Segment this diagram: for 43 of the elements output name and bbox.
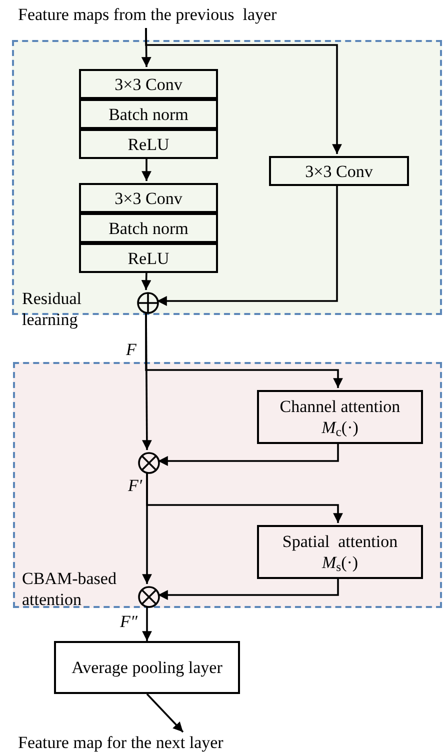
function-label: M$_{s}$(·): [320, 552, 360, 573]
process-box: [257, 390, 423, 444]
arrow: [158, 442, 339, 466]
arrow: [141, 270, 152, 290]
group-label: Residual learning: [22, 288, 82, 330]
box-label: Average pooling layer: [70, 657, 224, 678]
process-box: [257, 525, 423, 579]
box-label: Batch norm: [108, 104, 190, 124]
caption-text: Feature maps from the previous layer: [18, 4, 348, 28]
arrow: [142, 606, 152, 641]
arrow: [142, 157, 152, 181]
box-label: 3×3 Conv: [114, 74, 184, 94]
multiply-symbol: [138, 586, 160, 608]
arrow: [145, 28, 342, 154]
process-box: [79, 213, 218, 243]
arrow: [146, 693, 184, 733]
process-box: [79, 183, 218, 213]
sum-symbol: [137, 292, 159, 314]
arrow: [157, 184, 338, 306]
group-label: CBAM-based attention: [22, 568, 118, 610]
box-label: Channel attention: [278, 396, 402, 417]
process-box: [269, 156, 409, 186]
arrow: [158, 577, 339, 600]
group-panel: [13, 362, 442, 608]
box-label: Batch norm: [108, 218, 190, 238]
arrow: [145, 312, 343, 388]
edge-label: F′: [128, 476, 142, 496]
caption-text: Feature map for the next layer: [18, 732, 348, 754]
process-box: [79, 69, 218, 99]
process-box: [79, 129, 218, 159]
edge-label: F″: [120, 612, 138, 632]
multiply-symbol: [138, 452, 160, 474]
edge-label: F: [126, 340, 136, 360]
process-box: [79, 243, 218, 273]
box-label: ReLU: [126, 248, 170, 268]
arrow: [146, 472, 343, 523]
box-label: 3×3 Conv: [114, 188, 184, 208]
box-label: ReLU: [126, 134, 170, 154]
process-box: [79, 99, 218, 129]
box-label: 3×3 Conv: [304, 160, 374, 182]
function-label: M$_{c}$(·): [320, 417, 360, 438]
process-box: [54, 641, 240, 694]
box-label: Spatial attention: [281, 531, 399, 552]
